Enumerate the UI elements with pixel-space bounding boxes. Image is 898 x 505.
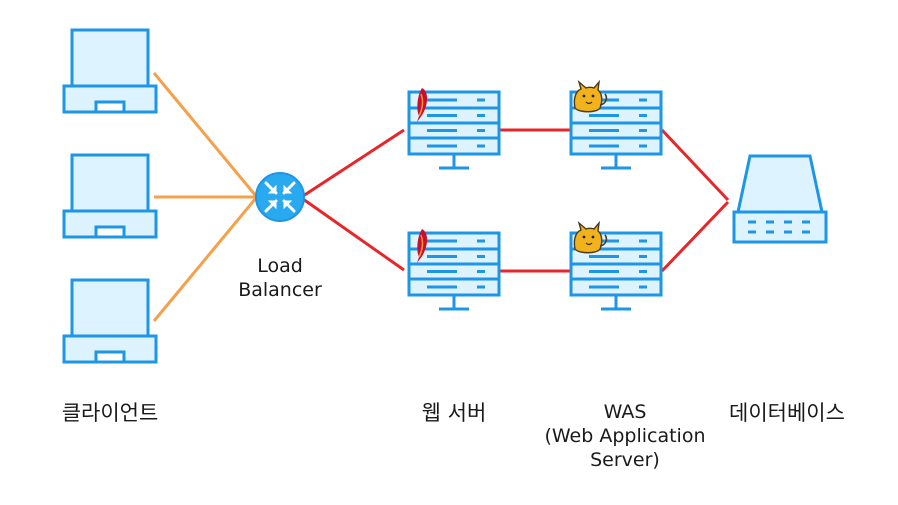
database-icon [732, 154, 828, 244]
database-label: 데이터베이스 [729, 401, 845, 425]
load-balancer-icon [255, 172, 305, 222]
lb-to-web-server-2 [302, 197, 405, 272]
laptop-icon [62, 28, 158, 114]
load-balancer-label: Load Balancer [230, 254, 330, 302]
client-link-1 [152, 72, 258, 197]
was-label-line1: WAS [603, 401, 647, 423]
was-label: WAS (Web Application Server) [510, 400, 740, 472]
laptop-icon [62, 153, 158, 239]
tomcat-was-icon [569, 81, 663, 170]
laptop-icon [62, 278, 158, 364]
was-to-db-1 [660, 128, 730, 202]
client-links [152, 72, 258, 322]
client-link-3 [152, 197, 258, 322]
load-balancer-label-line2: Balancer [238, 279, 322, 301]
apache-web-server-icon [407, 228, 501, 311]
apache-web-server-icon [407, 87, 501, 170]
was-to-db-2 [660, 200, 730, 273]
tomcat-was-icon [569, 222, 663, 311]
server-links [302, 128, 730, 273]
load-balancer-label-line1: Load [257, 255, 303, 277]
web-server-label: 웹 서버 [421, 401, 487, 425]
lb-to-web-server-1 [302, 128, 405, 198]
was-label-line2: (Web Application [544, 425, 706, 447]
clients-label: 클라이언트 [61, 401, 159, 425]
was-label-line3: Server) [590, 449, 660, 471]
